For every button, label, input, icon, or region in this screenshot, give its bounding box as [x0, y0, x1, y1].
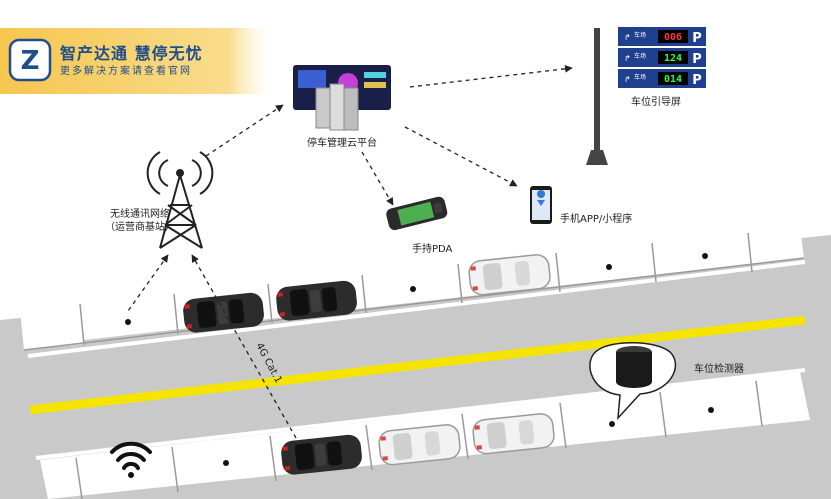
guidance-sign-1: ↱ 车场 006 P: [618, 27, 706, 46]
brand-title: 智产达通 慧停无忧: [60, 44, 203, 63]
svg-text:P: P: [692, 31, 702, 46]
svg-text:014: 014: [664, 74, 682, 85]
mobile-app-label: 手机APP/小程序: [560, 212, 632, 225]
svg-text:↱: ↱: [624, 75, 631, 84]
lane-line-bottom: [35, 368, 806, 460]
cloud-platform-label: 停车管理云平台: [307, 136, 377, 149]
svg-text:↱: ↱: [624, 33, 631, 42]
car-white-3: [471, 411, 556, 456]
upper-slot-dividers: [23, 232, 805, 351]
base-station-sublabel: （运营商基站）: [105, 220, 175, 233]
guidance-sign-2: ↱ 车场 124 P: [618, 48, 706, 67]
car-white-1: [467, 252, 552, 297]
svg-text:124: 124: [664, 53, 682, 64]
communication-links: [127, 64, 573, 439]
brand-slogan: 更多解决方案请查看官网: [60, 66, 192, 77]
detector-label: 车位检测器: [694, 362, 744, 375]
guidance-sign-3: ↱ 车场 014 P: [618, 69, 706, 88]
svg-text:车场: 车场: [634, 31, 646, 39]
center-line: [29, 315, 806, 415]
svg-text:↱: ↱: [624, 54, 631, 63]
svg-text:P: P: [692, 73, 702, 88]
base-station-tower-icon: [146, 151, 214, 249]
wireless-signal-icon: [110, 441, 152, 478]
svg-text:P: P: [692, 52, 702, 67]
brand-logo-icon: Z: [8, 38, 52, 82]
guidance-screen-label: 车位引导屏: [631, 95, 681, 108]
lane-line-top: [27, 260, 806, 358]
pda-label: 手持PDA: [412, 242, 453, 255]
svg-text:车场: 车场: [634, 73, 646, 81]
car-white-2: [377, 422, 462, 467]
slot-sensor-dots: [125, 253, 714, 466]
cloud-platform-server-icon: [293, 65, 391, 131]
svg-text:006: 006: [664, 32, 682, 43]
parking-detector-icon: [616, 346, 652, 388]
svg-text:车场: 车场: [634, 52, 646, 60]
base-station-label: 无线通讯网络: [110, 207, 170, 220]
guidance-screen-pole: [586, 28, 608, 165]
mobile-phone-icon: [530, 186, 552, 224]
handheld-pda-icon: [386, 196, 448, 231]
svg-text:Z: Z: [21, 46, 40, 76]
lower-slot-dividers: [75, 380, 763, 499]
brand-banner: [0, 28, 270, 94]
